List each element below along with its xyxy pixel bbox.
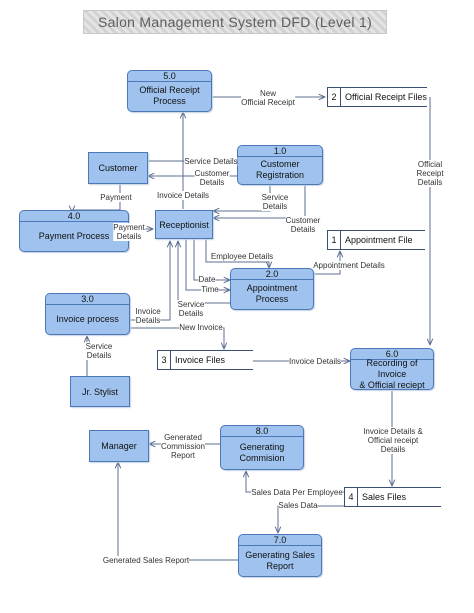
label-payment: Payment [100,193,132,202]
store-appointment-file[interactable]: 1 Appointment File [327,230,425,250]
process-4-0[interactable]: 4.0 Payment Process [19,210,129,252]
process-name: Official Receipt Process [139,85,200,106]
flow-sales-data [278,505,344,533]
process-name: Recording of Invoice & Official reciept [359,357,425,390]
label-official-receipt-details: Official Receipt Details [408,160,452,187]
store-number: 4 [344,488,358,506]
flow-date [193,239,230,280]
process-name: Invoice process [56,313,119,324]
process-7-0[interactable]: 7.0 Generating Sales Report [238,534,322,577]
process-number: 7.0 [239,535,321,546]
process-number: 1.0 [238,146,322,157]
entity-customer[interactable]: Customer [88,152,148,184]
label-date: Date [198,275,216,284]
process-name: Generating Sales Report [245,549,315,571]
store-name: Sales Files [362,492,407,502]
process-number: 8.0 [221,426,303,437]
process-number: 6.0 [351,349,433,360]
label-customer-details-2: Customer Details [285,216,321,234]
process-1-0[interactable]: 1.0 Customer Registration [237,145,323,185]
label-service-details-appointment: Service Details [177,300,205,318]
store-invoice-files[interactable]: 3 Invoice Files [157,350,253,370]
process-5-0[interactable]: 5.0 Official Receipt Process [127,70,212,112]
process-number: 2.0 [231,269,313,280]
store-number: 3 [157,351,171,369]
process-3-0[interactable]: 3.0 Invoice process [45,293,130,335]
store-name: Appointment File [345,235,413,245]
entity-jr-stylist[interactable]: Jr. Stylist [70,376,130,407]
flow-generated-sales [118,462,238,561]
label-customer-details-1: Customer Details [194,169,230,187]
label-invoice-receipt-details: Invoice Details & Official receipt Detai… [363,427,423,454]
process-2-0[interactable]: 2.0 Appointment Process [230,268,314,310]
store-name: Invoice Files [175,355,226,365]
label-new-invoice: New Invoice [179,323,223,332]
label-sales-data-per-employee: Sales Data Per Employee [251,488,343,497]
store-number: 2 [327,88,341,106]
label-employee-details: Employee Details [210,252,274,261]
store-sales-files[interactable]: 4 Sales Files [344,487,441,507]
flow-new-invoice [130,327,224,349]
diagram-title: Salon Management System DFD (Level 1) [83,10,387,34]
store-number: 1 [327,231,341,249]
store-name: Official Receipt Files [345,92,427,102]
label-generated-commission: Generated Commission Report [160,433,206,460]
label-service-details-registration: Service Details [261,193,289,211]
process-number: 4.0 [20,211,128,222]
process-name: Payment Process [38,230,110,241]
label-service-details-stylist: Service Details [85,342,113,360]
label-appointment-details: Appointment Details [313,261,385,270]
label-time: Time [201,285,219,294]
label-service-details-top: Service Details [184,157,238,166]
label-new-official-receipt: New Official Receipt [241,89,295,107]
label-invoice-details-2: Invoice Details [135,307,161,325]
process-name: Generating Commision [239,441,285,463]
entity-receptionist[interactable]: Receptionist [155,210,213,239]
store-official-receipt-files[interactable]: 2 Official Receipt Files [327,87,427,107]
process-name: Customer Registration [255,159,305,180]
flow-employee-details [205,239,269,268]
process-8-0[interactable]: 8.0 Generating Commision [220,425,304,470]
label-invoice-details-1: Invoice Details [156,191,210,200]
label-payment-details: Payment Details [113,223,145,241]
label-generated-sales-report: Generated Sales Report [102,556,190,565]
process-number: 5.0 [128,71,211,82]
flow-customer-details-2 [213,185,306,218]
label-sales-data: Sales Data [278,501,318,510]
process-name: Appointment Process [246,283,298,304]
flow-appointment-details [314,251,340,275]
process-number: 3.0 [46,294,129,305]
process-6-0[interactable]: 6.0 Recording of Invoice & Official reci… [350,348,434,390]
label-invoice-details-3: Invoice Details [288,357,342,366]
entity-manager[interactable]: Manager [89,430,149,462]
